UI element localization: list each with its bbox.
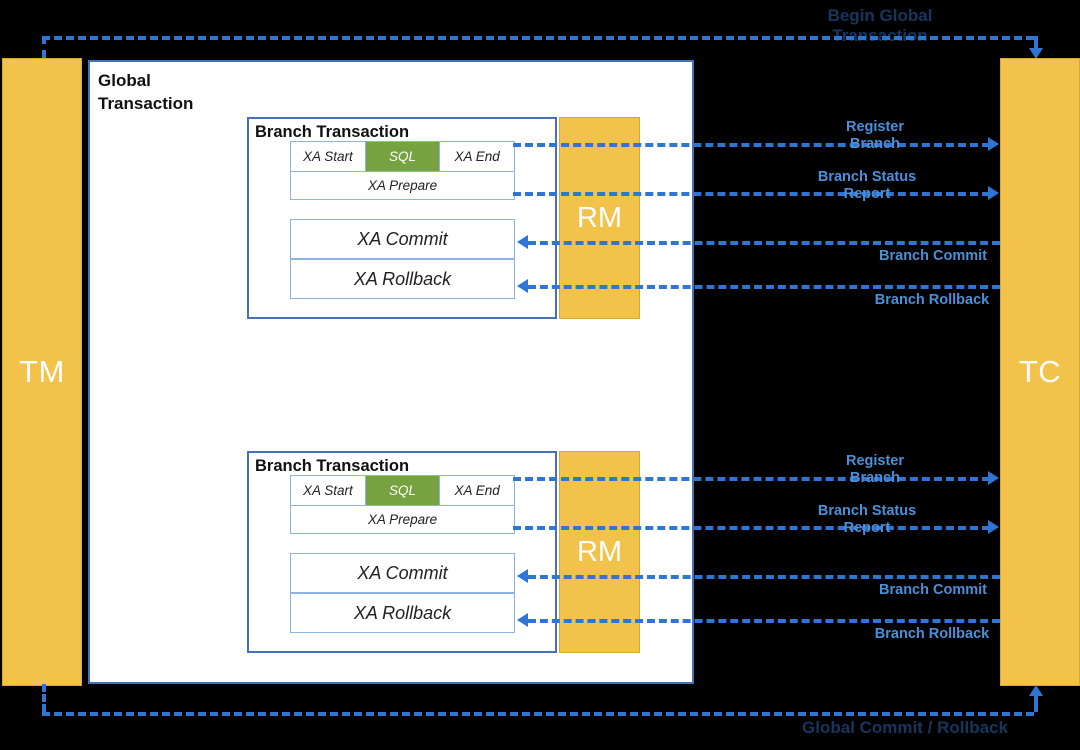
branch-transaction-title-1: Branch Transaction (255, 123, 410, 141)
register-branch-line-1 (513, 143, 990, 147)
branch-status-report-arrowhead-icon-2 (988, 520, 999, 534)
register-branch-arrowhead-icon-2 (988, 471, 999, 485)
branch-commit-line-1 (528, 241, 1000, 245)
global-commit-rollback-tm-drop (42, 684, 46, 712)
tc-pillar: TC (1000, 58, 1080, 686)
branch-rollback-label-2: Branch Rollback (874, 626, 990, 642)
branch-transaction-group-1: Branch Transaction XA Start SQL XA End X… (247, 117, 557, 319)
begin-global-transaction-tc-drop (1034, 36, 1038, 50)
begin-global-transaction-label: Begin Global Transaction (790, 6, 970, 47)
tm-pillar: TM (2, 58, 82, 686)
branch-status-report-label-1-line2: Report (843, 185, 891, 202)
xa-rollback-box-2: XA Rollback (290, 593, 515, 633)
sql-cell-2: SQL (364, 476, 441, 505)
branch-commit-line-2 (528, 575, 1000, 579)
branch-status-report-line-2 (513, 526, 990, 530)
branch-commit-label-1: Branch Commit (879, 248, 987, 264)
tm-label: TM (19, 354, 65, 389)
register-branch-label-1-line1: Register (845, 119, 905, 135)
branch-status-report-label-2-line2: Report (843, 519, 891, 536)
branch-commit-arrowhead-icon-1 (517, 235, 528, 249)
register-branch-arrowhead-icon-1 (988, 137, 999, 151)
global-transaction-label: Global Transaction (98, 70, 258, 116)
branch-status-report-label-2: Branch Status Report (807, 503, 927, 536)
register-branch-label-2-line1: Register (845, 453, 905, 469)
xa-prepare-box-1: XA Prepare (290, 171, 515, 200)
branch-status-report-label-1-line1: Branch Status (817, 169, 917, 185)
register-branch-label-2: Register Branch (815, 453, 935, 486)
xa-end-cell-1: XA End (454, 149, 500, 164)
global-commit-rollback-label: Global Commit / Rollback (790, 718, 1020, 738)
branch-transaction-title-2: Branch Transaction (255, 457, 410, 475)
global-transaction-label-line1: Global (98, 71, 151, 90)
xa-end-cell-2: XA End (454, 483, 500, 498)
branch-status-report-line-1 (513, 192, 990, 196)
branch-rollback-label-1: Branch Rollback (874, 292, 990, 308)
global-commit-rollback-text: Global Commit / Rollback (802, 718, 1008, 737)
xa-start-cell-1: XA Start (302, 149, 353, 164)
branch-transaction-group-2: Branch Transaction XA Start SQL XA End X… (247, 451, 557, 653)
xa-commit-box-1: XA Commit (290, 219, 515, 259)
xa-start-sql-end-row-1: XA Start SQL XA End (290, 141, 515, 172)
xa-commit-box-2: XA Commit (290, 553, 515, 593)
register-branch-label-1-line2: Branch (850, 135, 900, 152)
branch-commit-arrowhead-icon-2 (517, 569, 528, 583)
rm-label-1: RM (576, 201, 623, 234)
branch-commit-label-2: Branch Commit (879, 582, 987, 598)
branch-rollback-line-1 (528, 285, 1000, 289)
sql-cell-1: SQL (364, 142, 441, 171)
branch-status-report-label-2-line1: Branch Status (817, 503, 917, 519)
branch-rollback-line-2 (528, 619, 1000, 623)
global-commit-rollback-tc-rise (1034, 696, 1038, 712)
begin-global-transaction-line (42, 36, 1034, 40)
branch-rollback-arrowhead-icon-1 (517, 279, 528, 293)
xa-start-sql-end-row-2: XA Start SQL XA End (290, 475, 515, 506)
register-branch-label-1: Register Branch (815, 119, 935, 152)
branch-status-report-arrowhead-icon-1 (988, 186, 999, 200)
xa-start-cell-2: XA Start (302, 483, 353, 498)
branch-status-report-label-1: Branch Status Report (807, 169, 927, 202)
begin-global-transaction-arrowhead-icon (1029, 48, 1043, 59)
begin-global-transaction-text: Begin Global Transaction (827, 6, 933, 46)
tc-label: TC (1018, 354, 1062, 389)
xa-rollback-box-1: XA Rollback (290, 259, 515, 299)
register-branch-line-2 (513, 477, 990, 481)
global-commit-rollback-line (42, 712, 1034, 716)
branch-rollback-arrowhead-icon-2 (517, 613, 528, 627)
xa-prepare-box-2: XA Prepare (290, 505, 515, 534)
begin-global-transaction-tm-drop (42, 36, 46, 58)
global-transaction-label-line2: Transaction (98, 93, 194, 113)
global-commit-rollback-arrowhead-icon (1029, 685, 1043, 696)
rm-label-2: RM (576, 535, 623, 568)
register-branch-label-2-line2: Branch (850, 469, 900, 486)
